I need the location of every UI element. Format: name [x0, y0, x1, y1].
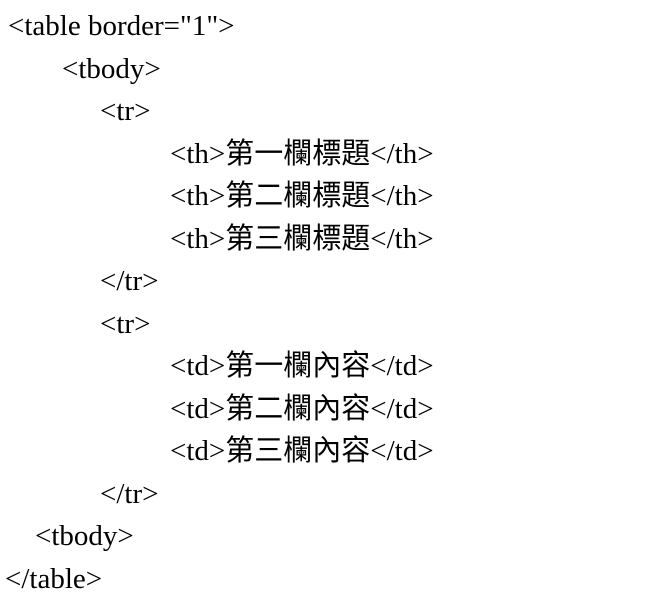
- code-line: <th>第一欄標題</th>: [170, 137, 434, 170]
- code-line: <th>第二欄標題</th>: [170, 180, 434, 212]
- code-line: <tr>: [100, 307, 151, 340]
- code-line: <tbody>: [35, 520, 134, 552]
- code-line: <td>第一欄內容</td>: [170, 350, 434, 382]
- code-line: <th>第三欄標題</th>: [170, 222, 434, 255]
- code-line: <tbody>: [62, 52, 161, 85]
- code-line: <td>第三欄內容</td>: [170, 435, 434, 467]
- code-line: </tr>: [100, 477, 159, 510]
- code-line: <table border="1">: [8, 10, 235, 42]
- code-line: <tr>: [100, 95, 151, 127]
- code-line: </tr>: [100, 265, 159, 297]
- code-line: </table>: [5, 562, 103, 595]
- code-line: <td>第二欄內容</td>: [170, 392, 434, 425]
